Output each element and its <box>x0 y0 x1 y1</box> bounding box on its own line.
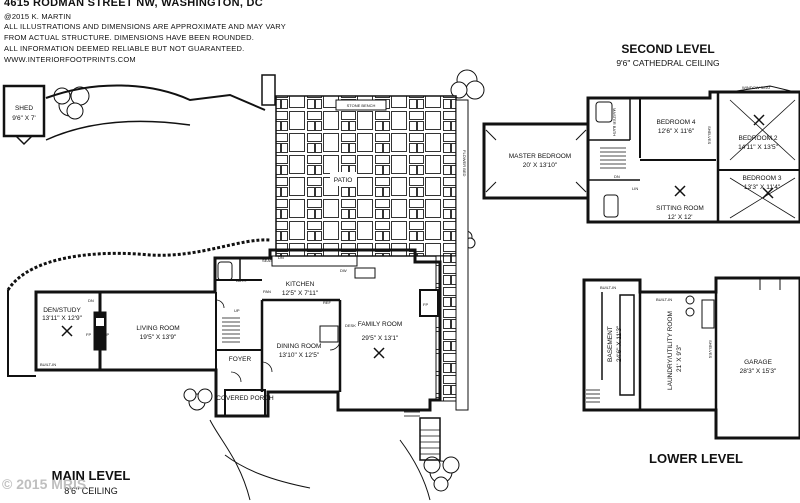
lower-level-plan <box>582 276 800 440</box>
basement-name: BASEMENT <box>607 326 614 362</box>
dn-label: DN <box>278 255 284 260</box>
basement-dim: 24'6" X 11'3" <box>616 325 623 362</box>
bath-name: BATH <box>236 278 246 283</box>
shed <box>2 84 46 146</box>
kitchen-dim: 12'5" X 7'11" <box>282 290 319 297</box>
patio-pavers <box>275 95 469 411</box>
seat-label: SEAT <box>262 258 273 263</box>
built-in-label: BUILT-IN <box>656 297 672 302</box>
master-name: MASTER BEDROOM <box>509 153 571 160</box>
laundry-name: LAUNDRY/UTILITY ROOM <box>667 311 674 390</box>
shed-name: SHED <box>15 105 33 112</box>
tree-icon <box>53 86 90 120</box>
family-dim: 29'5" X 13'1" <box>362 335 399 342</box>
family-name: FAMILY ROOM <box>358 321 403 328</box>
copyright-line: @2015 K. MARTIN <box>4 12 72 21</box>
lin-label: LIN <box>632 186 638 191</box>
laundry-dim: 21' X 9'3" <box>676 344 683 372</box>
tree-icon <box>423 456 460 492</box>
built-in-label: BUILT-IN <box>600 285 616 290</box>
main-level-title: MAIN LEVEL <box>51 468 131 483</box>
disclaimer-line-3: ALL INFORMATION DEEMED RELIABLE BUT NOT … <box>4 44 245 53</box>
kitchen-name: KITCHEN <box>286 281 315 288</box>
watermark-text: 2015 MRIS <box>16 476 87 492</box>
tree-icon <box>450 69 485 100</box>
website-line: WWW.INTERIORFOOTPRINTS.COM <box>4 55 136 64</box>
pan-label: PAN <box>263 289 271 294</box>
up-label: UP <box>234 308 240 313</box>
window-seat-label: WINDOW SEAT <box>742 85 771 90</box>
bed2-dim: 14'11" X 13'5" <box>738 144 779 151</box>
disclaimer-line-2: FROM ACTUAL STRUCTURE. DIMENSIONS HAVE B… <box>4 33 255 42</box>
dn-label: DN <box>88 298 94 303</box>
den-name: DEN/STUDY <box>43 307 81 314</box>
tree-icon <box>183 388 213 411</box>
garage-name: GARAGE <box>744 359 772 366</box>
second-level-plan <box>482 85 800 224</box>
stone-bench-label: STONE BENCH <box>347 103 376 108</box>
ref-label: REF <box>323 300 332 305</box>
sitting-name: SITTING ROOM <box>656 205 704 212</box>
garage-dim: 28'3" X 15'3" <box>740 368 777 375</box>
watermark: © 2015 MRIS <box>2 476 87 492</box>
master-bath-label: MASTER BATH <box>612 108 617 136</box>
fp-label: FP <box>423 302 428 307</box>
dining-name: DINING ROOM <box>277 343 322 350</box>
dining-dim: 13'10" X 12'5" <box>279 352 320 359</box>
shelves-label: SHELVES <box>707 126 712 144</box>
disclaimer-line-1: ALL ILLUSTRATIONS AND DIMENSIONS ARE APP… <box>4 22 286 31</box>
dw-label: DW <box>340 268 347 273</box>
living-name: LIVING ROOM <box>136 325 179 332</box>
fp-label: FP <box>86 332 91 337</box>
second-level-title: SECOND LEVEL <box>621 42 715 56</box>
bed4-dim: 12'6" X 11'6" <box>658 128 695 135</box>
porch-name: COVERED PORCH <box>216 395 274 402</box>
shelves-label: SHELVES <box>708 340 713 358</box>
desk-label: DESK <box>345 323 356 328</box>
dn-label: DN <box>614 174 620 179</box>
main-level-plan <box>7 248 442 461</box>
flower-bed-label: FLOWER BED <box>462 150 467 177</box>
lower-level-title: LOWER LEVEL <box>649 451 743 466</box>
sitting-dim: 12' X 12' <box>668 214 693 221</box>
patio-name: PATIO <box>334 177 353 184</box>
property-address: 4615 RODMAN STREET NW, WASHINGTON, DC <box>4 0 264 9</box>
living-dim: 19'5" X 13'9" <box>140 334 177 341</box>
main-level-ceiling: 8'6" CEILING <box>64 486 118 496</box>
built-in-label: BUILT-IN <box>40 362 56 367</box>
foyer-name: FOYER <box>229 356 252 363</box>
bed4-name: BEDROOM 4 <box>656 119 695 126</box>
bed2-name: BEDROOM 2 <box>738 135 777 142</box>
second-level-ceiling: 9'6" CATHEDRAL CEILING <box>616 58 720 68</box>
fp-label: FP <box>104 332 109 337</box>
bed3-name: BEDROOM 3 <box>742 175 781 182</box>
bed3-dim: 13'3" X 11'4" <box>744 184 781 191</box>
shed-dim: 9'6" X 7' <box>12 115 36 122</box>
den-dim: 13'11" X 12'9" <box>42 315 83 322</box>
master-dim: 20' X 13'10" <box>523 162 558 169</box>
